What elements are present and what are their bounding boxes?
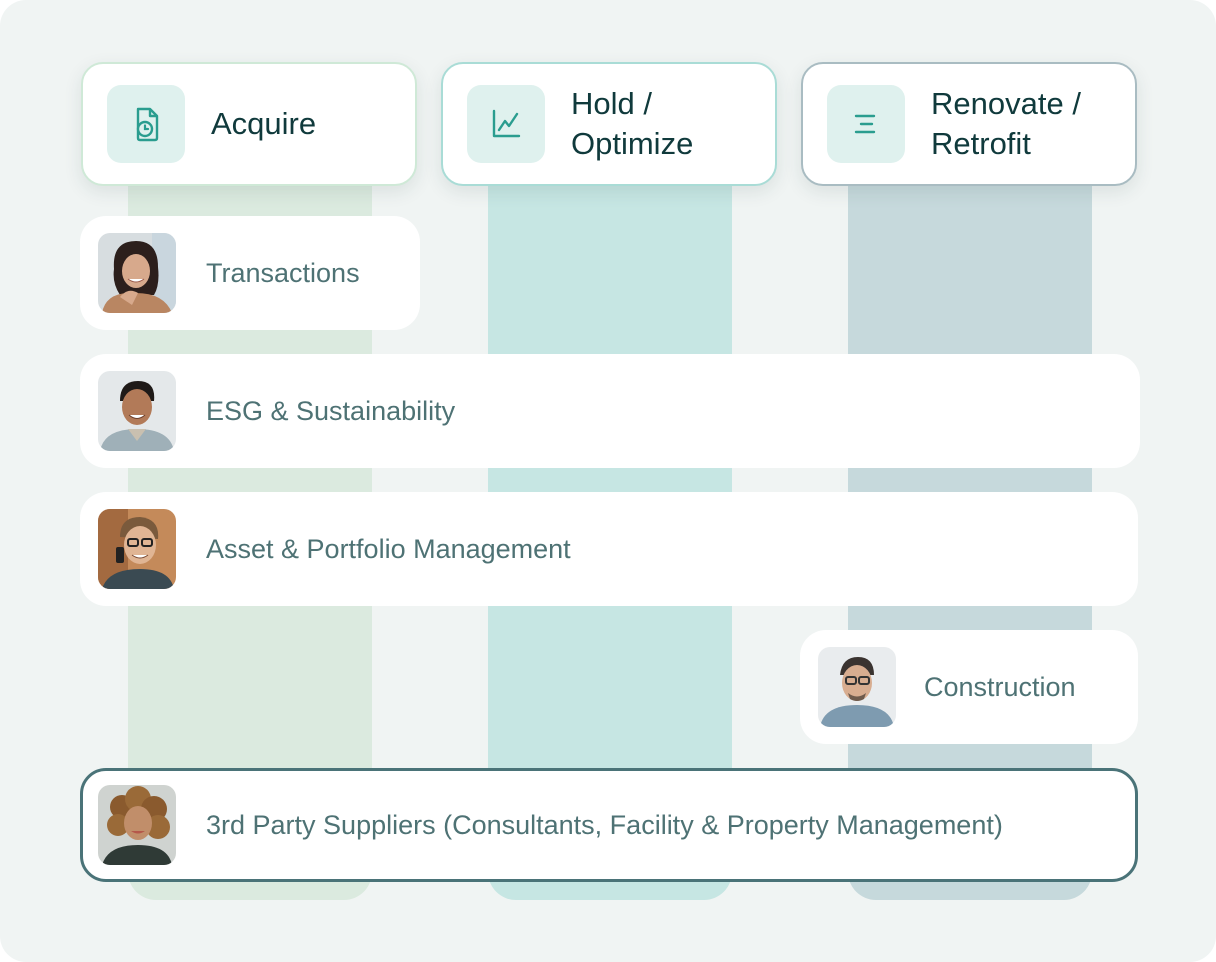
role-label-esg-sustainability: ESG & Sustainability [206,395,456,426]
menu-lines-icon [827,85,905,163]
role-label-transactions: Transactions [206,257,360,288]
man-glasses-avatar [818,647,896,727]
phase-label-hold-optimize: Hold / Optimize [571,86,694,161]
role-label-construction: Construction [924,671,1076,702]
phase-card-hold-optimize: Hold / Optimize [441,62,777,186]
role-card-transactions: Transactions [80,216,420,330]
role-label-asset-portfolio-management: Asset & Portfolio Management [206,533,571,564]
role-card-construction: Construction [800,630,1138,744]
role-card-third-party-suppliers: 3rd Party Suppliers (Consultants, Facili… [80,768,1138,882]
woman-smiling-avatar [98,233,176,313]
phase-card-acquire: Acquire [81,62,417,186]
man-smiling-avatar [98,371,176,451]
role-card-esg-sustainability: ESG & Sustainability [80,354,1140,468]
phase-label-renovate-retrofit: Renovate / Retrofit [931,86,1081,161]
phase-card-renovate-retrofit: Renovate / Retrofit [801,62,1137,186]
line-chart-icon [467,85,545,163]
man-glasses-phone-avatar [98,509,176,589]
phase-label-acquire: Acquire [211,106,317,141]
document-clock-icon [107,85,185,163]
role-card-asset-portfolio-management: Asset & Portfolio Management [80,492,1138,606]
woman-curly-hair-avatar [98,785,176,865]
role-label-third-party-suppliers: 3rd Party Suppliers (Consultants, Facili… [206,809,1003,840]
